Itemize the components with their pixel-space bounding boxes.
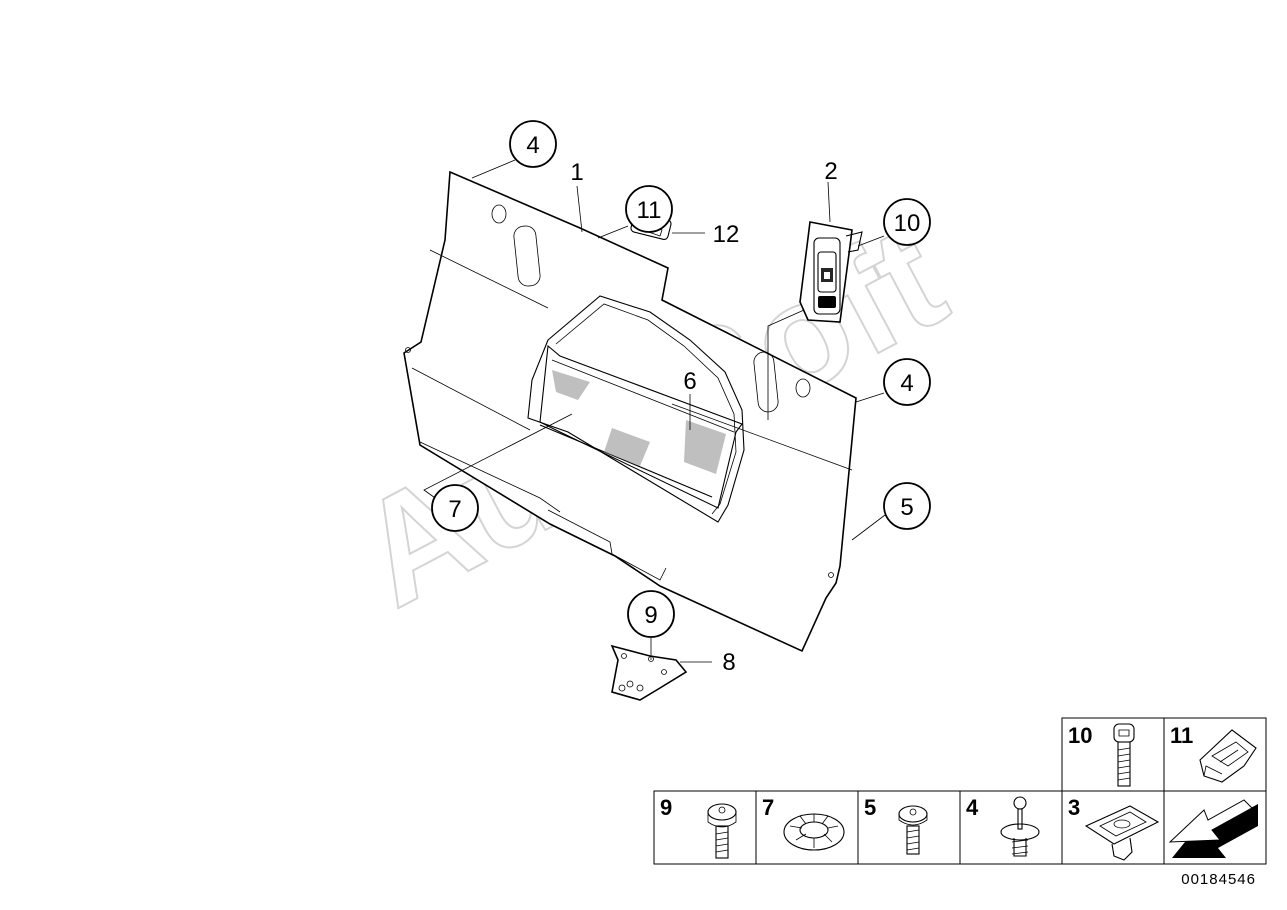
svg-text:8: 8 bbox=[722, 649, 735, 676]
collar-screw-icon bbox=[707, 803, 737, 859]
callout-4-top: 4 bbox=[509, 120, 557, 168]
leader-lines bbox=[423, 159, 886, 663]
fastener-cell-7: 7 bbox=[755, 790, 859, 865]
svg-text:9: 9 bbox=[644, 602, 657, 629]
fastener-cell-9: 9 bbox=[653, 790, 757, 865]
callout-6: 6 bbox=[683, 368, 696, 395]
hex-bolt-icon bbox=[1113, 723, 1135, 787]
svg-text:10: 10 bbox=[1068, 723, 1092, 748]
svg-text:12: 12 bbox=[713, 221, 740, 248]
callout-5: 5 bbox=[883, 482, 931, 530]
clip-icon bbox=[1084, 805, 1160, 861]
pan-screw-icon bbox=[898, 805, 928, 855]
svg-text:3: 3 bbox=[1068, 795, 1080, 820]
svg-text:7: 7 bbox=[762, 795, 774, 820]
fastener-cell-4: 4 bbox=[959, 790, 1063, 865]
svg-text:11: 11 bbox=[1170, 723, 1193, 748]
diagram-id: 00184546 bbox=[1181, 871, 1256, 888]
expanding-rivet-icon bbox=[1000, 796, 1040, 857]
svg-text:5: 5 bbox=[900, 494, 913, 521]
svg-text:2: 2 bbox=[824, 158, 837, 185]
callout-11: 11 bbox=[625, 185, 673, 233]
svg-text:1: 1 bbox=[570, 159, 583, 186]
callout-9: 9 bbox=[627, 590, 675, 638]
svg-text:11: 11 bbox=[637, 197, 662, 224]
callout-8: 8 bbox=[722, 649, 735, 676]
fastener-cell-arrow bbox=[1163, 790, 1267, 865]
svg-text:4: 4 bbox=[526, 132, 539, 159]
fastener-cell-5: 5 bbox=[857, 790, 961, 865]
callout-12: 12 bbox=[713, 221, 740, 248]
svg-text:10: 10 bbox=[894, 210, 921, 237]
svg-text:5: 5 bbox=[864, 795, 876, 820]
svg-text:6: 6 bbox=[683, 368, 696, 395]
fastener-table: 10 11 9 bbox=[653, 717, 1267, 865]
grommet-icon bbox=[783, 813, 845, 851]
callout-1: 1 bbox=[570, 159, 583, 186]
fastener-cell-11: 11 bbox=[1163, 717, 1267, 792]
switch-module bbox=[799, 221, 863, 323]
arrow-icon bbox=[1168, 799, 1258, 858]
bracket bbox=[610, 644, 688, 701]
fastener-cell-10: 10 bbox=[1061, 717, 1165, 792]
svg-text:4: 4 bbox=[900, 370, 913, 397]
callout-4-right: 4 bbox=[883, 358, 931, 406]
rear-trim-panel bbox=[403, 170, 857, 653]
callout-2: 2 bbox=[824, 158, 837, 185]
svg-text:9: 9 bbox=[660, 795, 672, 820]
svg-text:4: 4 bbox=[966, 795, 979, 820]
callout-10: 10 bbox=[883, 198, 931, 246]
callout-7: 7 bbox=[431, 484, 479, 532]
clip-nut-icon bbox=[1199, 729, 1257, 783]
svg-text:7: 7 bbox=[448, 496, 461, 523]
fastener-cell-3: 3 bbox=[1061, 790, 1165, 865]
